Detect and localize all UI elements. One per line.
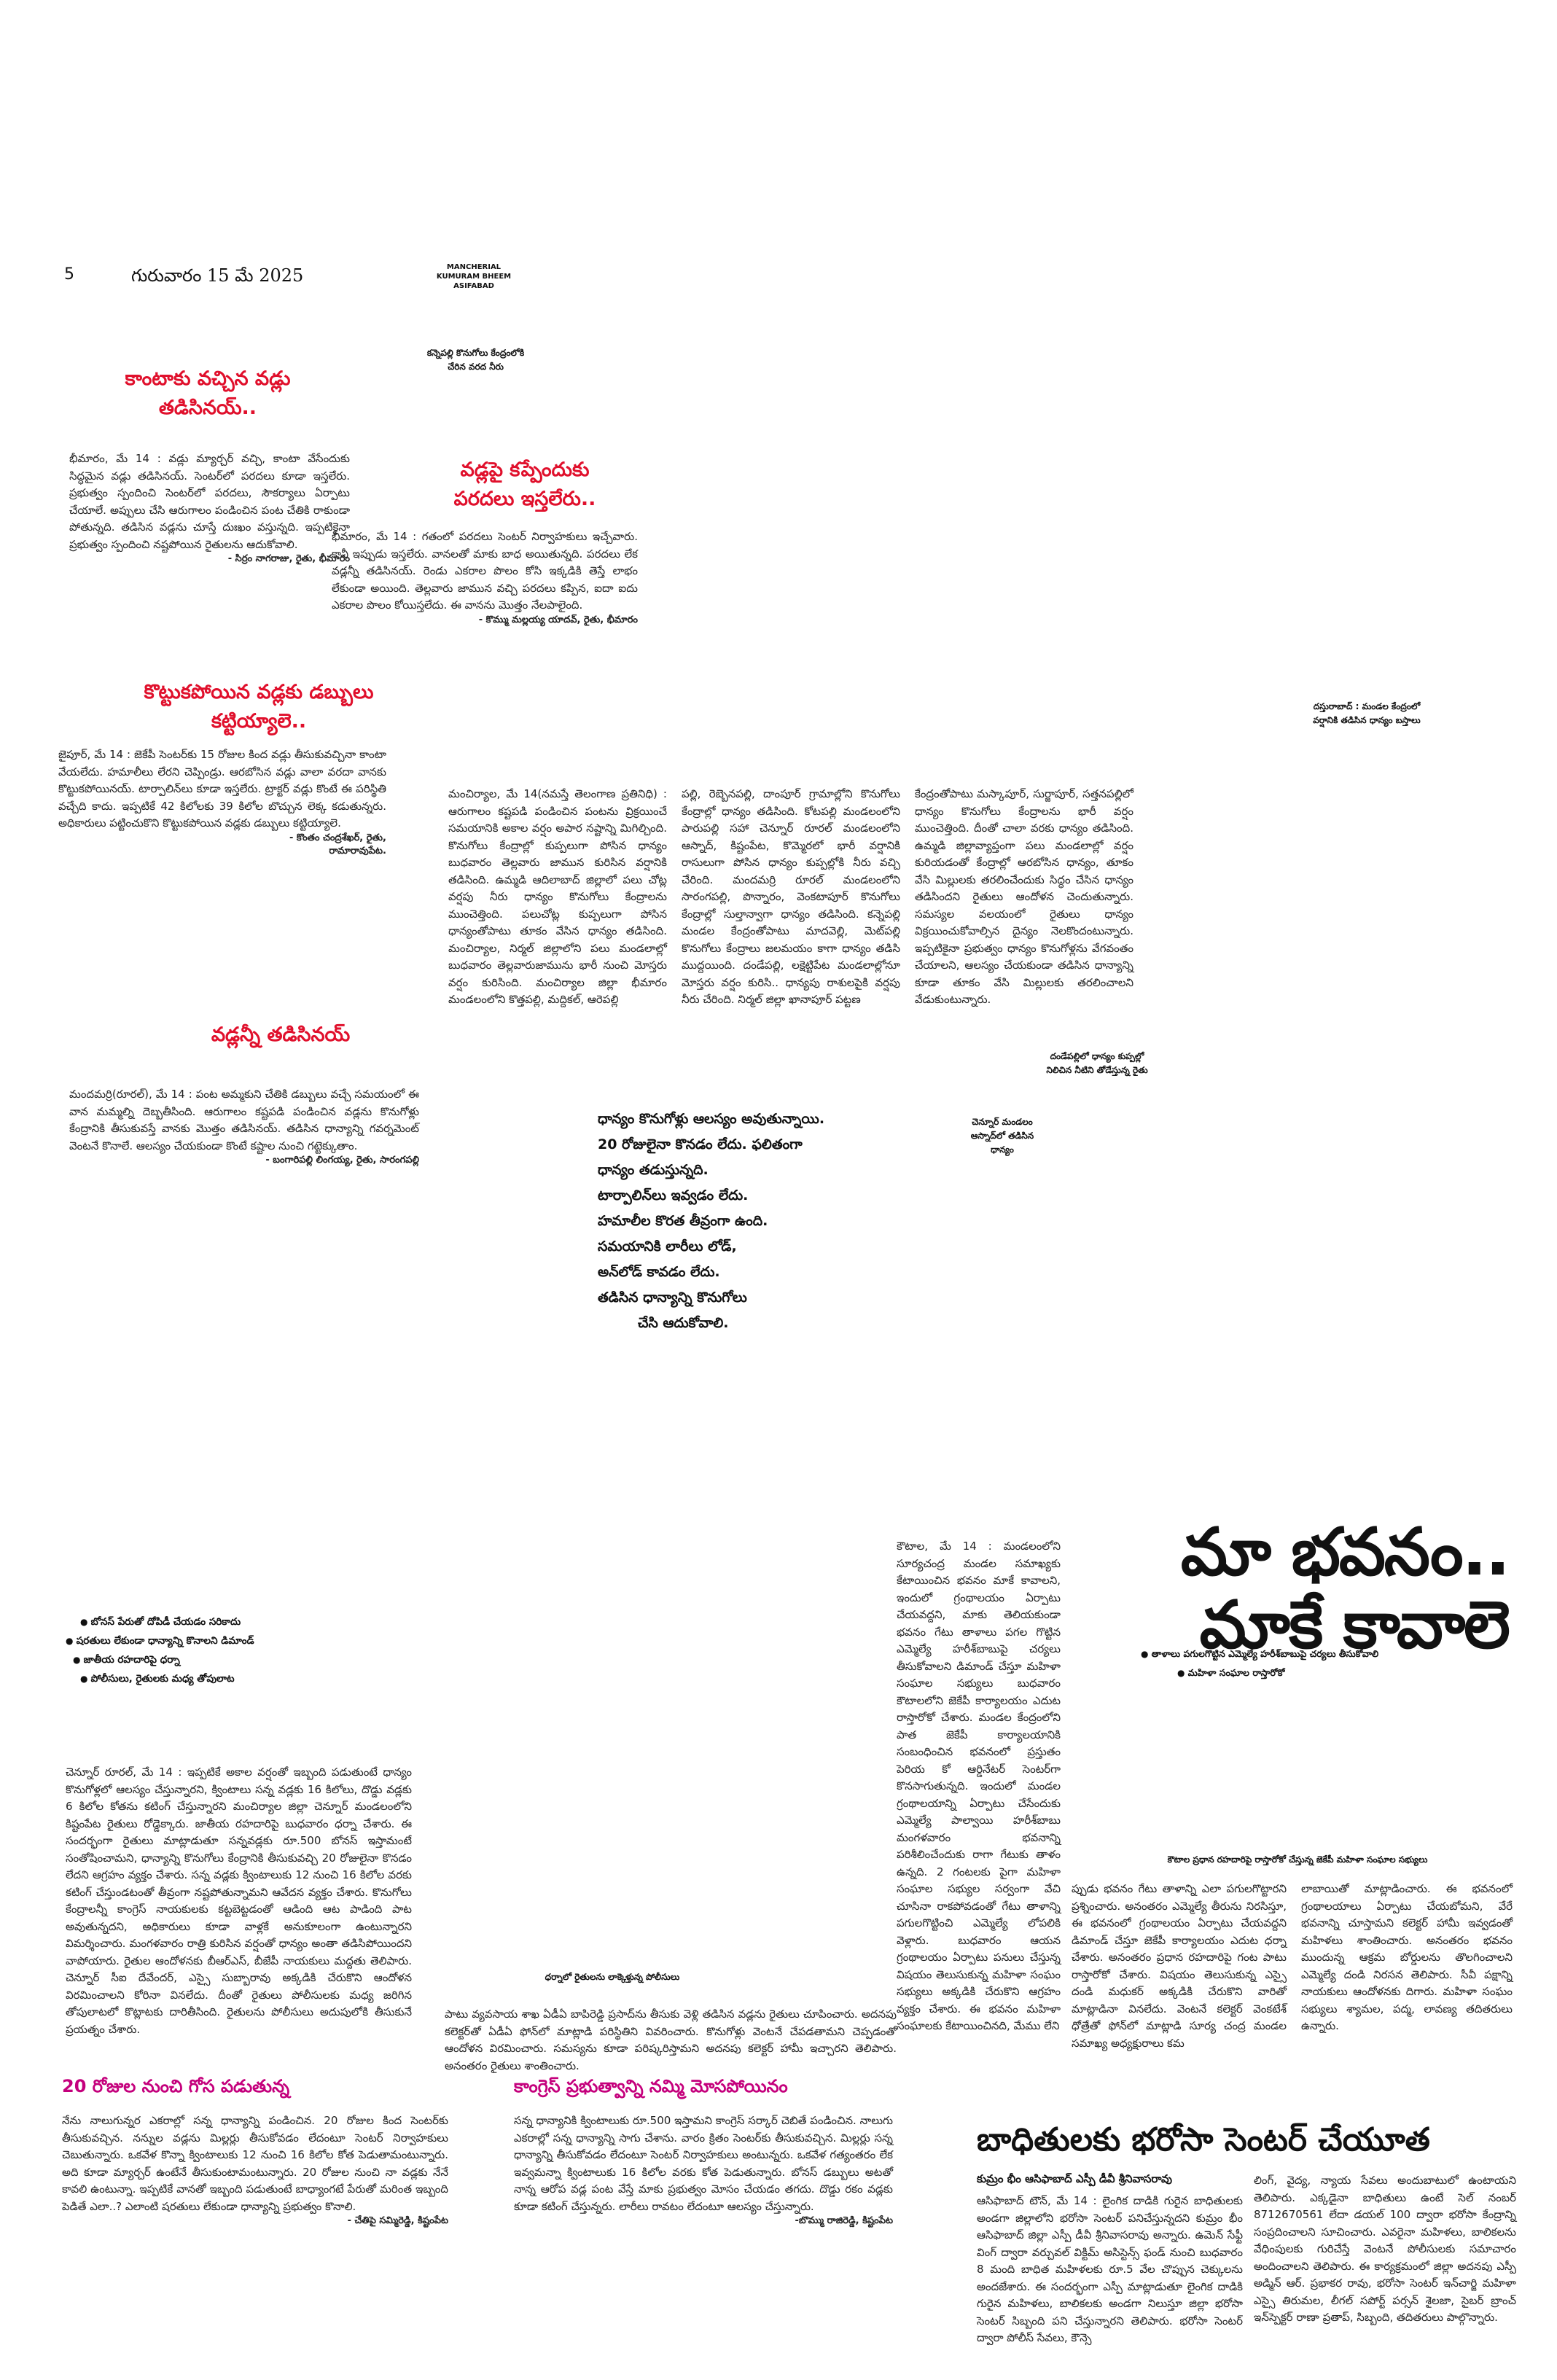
bhavanam-col2: ప్పుడు భవనం గేటు తాళాన్ని ఎలా పగులగొట్టా… <box>1072 1882 1287 2050</box>
bharosa-title: బాధితులకు భరోసా సెంటర్ చేయూత <box>977 2121 1430 2158</box>
bullet-point: బోనస్ పేరుతో దోపిడీ చేయడం సరికాదు <box>66 1612 430 1631</box>
story1-column: భీమారం, మే 14 : వడ్లు మ్యార్చర్ వచ్చి, క… <box>69 450 350 566</box>
photo-caption-kannepally: కన్నెపల్లి కొనుగోలు కేంద్రంలోకి చేరిన వర… <box>426 348 525 372</box>
dharna-body: చెన్నూర్ రూరల్, మే 14 : ఇప్పటికే అకాల వర… <box>66 1766 412 2036</box>
story5-signature: - చేతిపై సమ్మిరెడ్డి, కిష్టంపేట <box>347 2215 448 2226</box>
dharna-body-continued: పాటు వ్యవసాయ శాఖ ఏడీఏ బాపిరెడ్డి ప్రసాద్… <box>445 2008 897 2072</box>
story2-column: భీమారం, మే 14 : గతంలో పరదలు సెంటర్ నిర్వ… <box>332 528 638 628</box>
story3-column: జైపూర్, మే 14 : జెకేపీ సెంటర్‌కు 15 రోజు… <box>58 746 386 859</box>
quote-line: హమాలీల కొరత తీవ్రంగా ఉంది. <box>598 1213 768 1229</box>
story5-headline: 20 రోజుల నుంచి గోస పడుతున్న <box>62 2076 290 2096</box>
edition-line: KUMURAM BHEEM <box>436 273 512 281</box>
bhavanam-col3: లాబాయితో మాట్లాడించారు. ఈ భవనంలో గ్రంథాల… <box>1301 1882 1513 2032</box>
bhavanam-bullets: తాళాలు పగులగొట్టిన ఎమ్మెల్యే హరీశ్‌బాబుప… <box>1141 1644 1513 1682</box>
bhavanam-col1: కౌటాల, మే 14 : మండలంలోని సూర్యచంద్ర మండల… <box>897 1540 1061 2032</box>
quote-line: సమయానికి లారీలు లోడ్, <box>598 1238 737 1255</box>
photo-caption-dasturabad: దస్తురాబాద్ : మండల కేంద్రంలో వర్షానికి త… <box>1313 701 1421 725</box>
photo-caption-dharna: ధర్నాలో రైతులను లాక్కెళ్తున్న పోలీసులు <box>545 1972 680 1982</box>
story4-headline: వడ్లన్నీ తడిసినయ్ <box>211 1023 351 1046</box>
quote-line: ధాన్యం కొనుగోళ్లు ఆలస్యం అవుతున్నాయి. <box>598 1111 825 1127</box>
dharna-bullets: బోనస్ పేరుతో దోపిడీ చేయడం సరికాదు షరతులు… <box>66 1612 430 1688</box>
page-date: గురువారం 15 మే 2025 <box>131 265 304 286</box>
edition-line: MANCHERIAL <box>446 263 502 271</box>
bharosa-col2: లింగ్, వైద్య, న్యాయ సేవలు అందుబాటులో ఉంట… <box>1254 2174 1516 2324</box>
story2-headline: వడ్లపై కప్పేందుకు పరదలు ఇస్తలేరు.. <box>453 459 596 510</box>
quote-line: తడిసిన ధాన్యాన్ని కొనుగోలు <box>598 1290 747 1306</box>
main-story-col2: పల్లి, రెబ్బెనపల్లి, దాంపూర్ గ్రామాల్లోన… <box>682 787 900 1006</box>
farmer-demands-quote: ధాన్యం కొనుగోళ్లు ఆలస్యం అవుతున్నాయి. 20… <box>598 1107 904 1336</box>
edition-label: MANCHERIAL KUMURAM BHEEM ASIFABAD <box>426 262 521 291</box>
story1-signature: - సిర్రం నాగరాజు, రైతు, భీమారం <box>227 553 350 564</box>
bullet-point: షరతులు లేకుండా ధాన్యాన్ని కొనాలని డిమాండ… <box>66 1631 430 1650</box>
quote-line: చేసి ఆదుకోవాలి. <box>638 1315 729 1331</box>
main-story-col3: కేంద్రంతోపాటు మస్కాపూర్, సుర్జాపూర్, సత్… <box>915 787 1133 1006</box>
story4-signature: - బంగారిపల్లి లింగయ్య, రైతు, సారంగపల్లి <box>265 1155 419 1166</box>
bullet-point: పోలీసులు, రైతులకు మధ్య తోపులాట <box>66 1669 430 1688</box>
photo-caption-kautala: కౌటాల ప్రధాన రహదారిపై రాస్తారోకో చేస్తున… <box>1167 1854 1428 1865</box>
story1-headline: కాంటాకు వచ్చిన వడ్లు తడిసినయ్.. <box>125 367 291 419</box>
quote-line: టార్పాలిన్‌లు ఇవ్వడం లేదు. <box>598 1187 749 1203</box>
photo-caption-chennur: చెన్నూర్ మండలం ఆస్నాద్‌లో తడిసిన ధాన్యం <box>970 1117 1034 1155</box>
story6-column: సన్న ధాన్యానికి క్వింటాలుకు రూ.500 ఇస్తా… <box>514 2112 893 2228</box>
story5-column: నేను నాలుగున్నర ఎకరాల్లో సన్న ధాన్యాన్ని… <box>62 2112 448 2228</box>
story1-body: భీమారం, మే 14 : వడ్లు మ్యార్చర్ వచ్చి, క… <box>69 452 350 551</box>
page-number: 5 <box>64 265 74 284</box>
story5-body: నేను నాలుగున్నర ఎకరాల్లో సన్న ధాన్యాన్ని… <box>62 2114 448 2213</box>
story3-body: జైపూర్, మే 14 : జెకేపీ సెంటర్‌కు 15 రోజు… <box>58 748 386 830</box>
bullet-point: తాళాలు పగులగొట్టిన ఎమ్మెల్యే హరీశ్‌బాబుప… <box>1141 1644 1513 1663</box>
main-story-col1: మంచిర్యాల, మే 14(నమస్తే తెలంగాణ ప్రతినిధ… <box>448 787 667 1006</box>
bullet-point: జాతీయ రహదారిపై ధర్నా <box>66 1650 430 1669</box>
quote-line: 20 రోజులైనా కొనడం లేదు. ఫలితంగా <box>598 1136 803 1152</box>
story3-headline: కొట్టుకపోయిన వడ్లకు డబ్బులు కట్టియ్యాలె.… <box>144 681 374 733</box>
quote-line: అన్‌లోడ్ కావడం లేదు. <box>598 1264 720 1280</box>
quote-line: ధాన్యం తడుస్తున్నది. <box>598 1162 709 1178</box>
bullet-point: మహిళా సంఘాల రాస్తారోకో <box>1141 1663 1513 1682</box>
bhavanam-title-line1: మా భవనం.. <box>1180 1514 1510 1591</box>
edition-line: ASIFABAD <box>453 282 494 290</box>
story4-body: మందమర్రి(రూరల్), మే 14 : పంట అమ్మకుని చే… <box>69 1088 419 1152</box>
bhavanam-title: మా భవనం.. మాకే కావాలె <box>1057 1514 1510 1662</box>
story6-headline: కాంగ్రెస్ ప్రభుత్వాన్ని నమ్మి మోసపోయినం <box>514 2076 788 2096</box>
story3-signature1: - కొంతం చంద్రశేఖర్, రైతు, <box>289 832 386 843</box>
story2-signature: - కొమ్ము మల్లయ్య యాదవ్, రైతు, భీమారం <box>478 614 638 625</box>
story6-signature: -బొమ్ము రాజిరెడ్డి, కిష్టంపేట <box>795 2215 893 2226</box>
bharosa-byline: కుమ్రం భీం ఆసిఫాబాద్ ఎస్పీ డీవీ శ్రీనివా… <box>977 2172 1172 2185</box>
story3-signature2: రామారావుపేట. <box>329 845 386 857</box>
story2-body: భీమారం, మే 14 : గతంలో పరదలు సెంటర్ నిర్వ… <box>332 530 638 612</box>
bharosa-col1: ఆసిఫాబాద్ టౌన్, మే 14 : లైంగిక దాడికి గు… <box>977 2194 1243 2344</box>
story6-body: సన్న ధాన్యానికి క్వింటాలుకు రూ.500 ఇస్తా… <box>514 2114 893 2213</box>
story4-column: మందమర్రి(రూరల్), మే 14 : పంట అమ్మకుని చే… <box>69 1086 419 1168</box>
photo-caption-dandepally: దండేపల్లిలో ధాన్యం కుప్పల్లో నిలిచిన నీట… <box>1046 1051 1148 1075</box>
